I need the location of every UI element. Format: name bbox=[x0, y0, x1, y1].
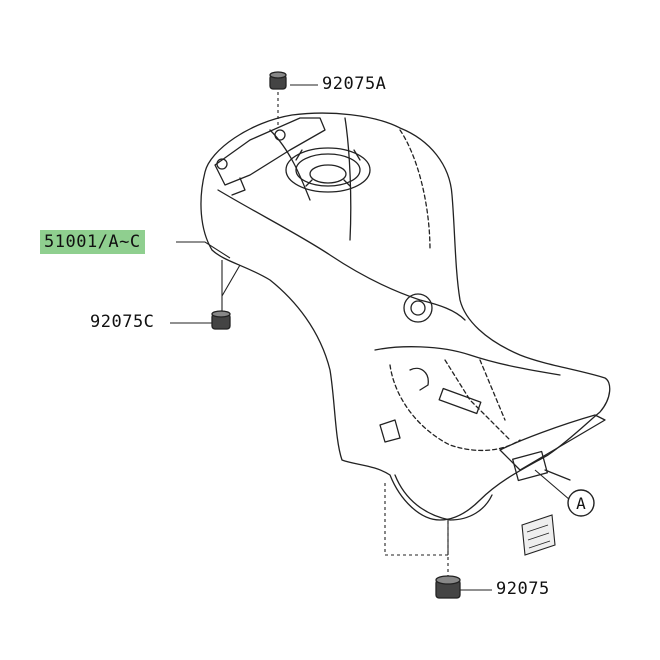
reference-marker-circle bbox=[567, 489, 595, 517]
reference-marker: A bbox=[576, 494, 586, 513]
part-label-tank: 51001/A~C bbox=[40, 230, 145, 254]
leader-tank bbox=[176, 241, 231, 259]
bolt-left-icon bbox=[211, 310, 231, 330]
bolt-bottom-icon bbox=[435, 575, 461, 599]
leader-marker bbox=[534, 469, 571, 501]
tank-bottom bbox=[394, 474, 493, 521]
tank-seam bbox=[217, 189, 466, 321]
part-label-bolt-left: 92075C bbox=[90, 312, 155, 332]
bolt-top-icon bbox=[269, 71, 287, 90]
label-plate bbox=[521, 514, 556, 556]
rear-bracket bbox=[499, 414, 606, 471]
part-label-bolt-top: 92075A bbox=[322, 74, 387, 94]
filler-cap bbox=[285, 147, 371, 193]
fuel-tank-outline bbox=[200, 112, 611, 521]
pump-flange bbox=[403, 293, 433, 323]
front-bracket bbox=[214, 117, 326, 186]
part-label-bolt-bottom: 92075 bbox=[496, 579, 550, 599]
